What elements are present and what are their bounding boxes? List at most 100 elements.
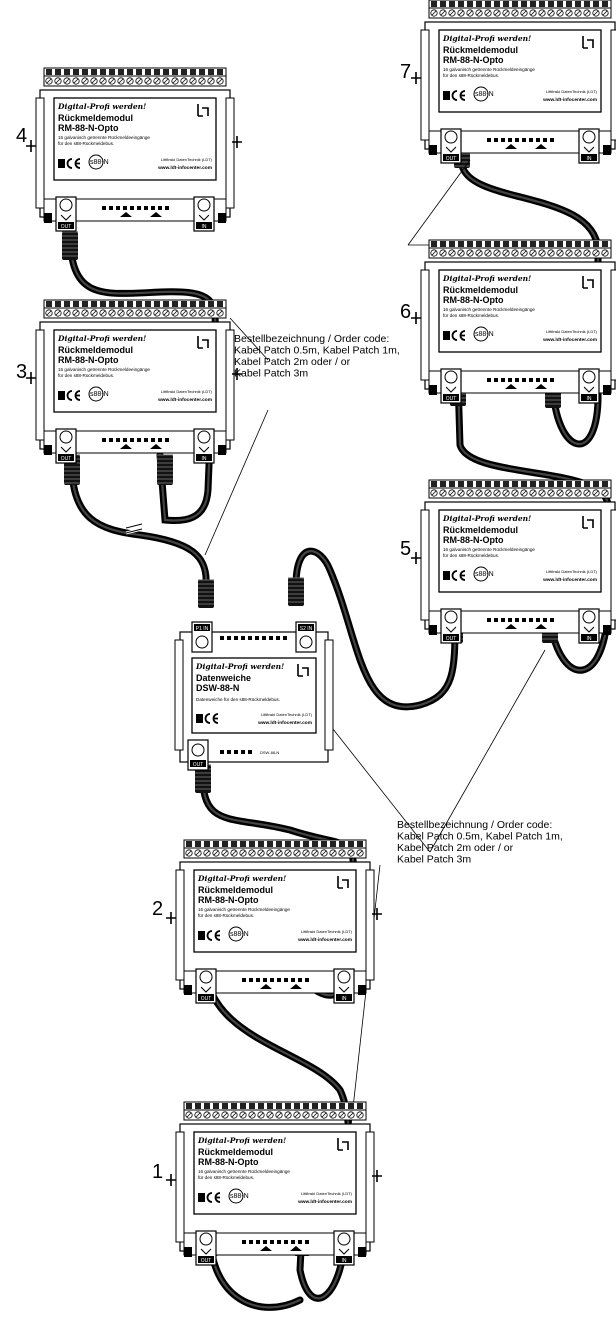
screw-slot — [100, 310, 106, 316]
screw-slot — [109, 310, 115, 316]
mounting-mark — [232, 136, 242, 148]
terminal-hole — [154, 69, 160, 75]
screw-slot — [431, 10, 437, 16]
terminal-hole — [467, 1, 473, 7]
terminal-hole — [195, 841, 201, 847]
rj45-plug — [62, 231, 78, 260]
screw-slot — [303, 1112, 309, 1118]
terminal-hole — [458, 1, 464, 7]
screw-slot — [494, 250, 500, 256]
terminal-hole — [172, 301, 178, 307]
module-model: RM-88-N-Opto — [443, 55, 504, 65]
indicator-triangle — [505, 384, 547, 389]
ldt-logo-icon — [582, 36, 594, 49]
screw-slot — [91, 78, 97, 84]
terminal-hole — [503, 1, 509, 7]
s88-label: s88-N — [90, 159, 109, 166]
jumper-pin — [158, 206, 162, 210]
terminal-hole — [127, 301, 133, 307]
module-title: Rückmeldemodul — [58, 113, 133, 123]
side-rail — [35, 329, 45, 441]
terminal-hole — [145, 69, 151, 75]
screw-slot — [55, 78, 61, 84]
jumper-pin — [508, 378, 512, 382]
company-name: Littfinski DatenTechnik (LDT) — [161, 389, 213, 394]
ce-mark-icon — [443, 91, 450, 100]
slogan-text: Digital-Profi werden! — [195, 662, 284, 671]
screw-slot — [145, 310, 151, 316]
terminal-hole — [593, 481, 599, 487]
jumper-pin — [550, 618, 554, 622]
side-clip — [44, 445, 52, 455]
module-desc: 16 galvanisch getrennte Rückmeldeeingäng… — [443, 67, 535, 72]
screw-slot — [55, 310, 61, 316]
terminal-hole — [440, 1, 446, 7]
side-clip — [184, 985, 192, 995]
terminal-hole — [449, 241, 455, 247]
terminal-hole — [312, 1103, 318, 1109]
jumper-pin — [263, 978, 267, 982]
jumper-pin — [291, 1240, 295, 1244]
module-model: RM-88-N-Opto — [198, 895, 259, 905]
screw-slot — [186, 1112, 192, 1118]
side-rail — [610, 269, 616, 381]
port-screw-icon — [191, 743, 205, 757]
port-arrow-icon — [200, 1248, 212, 1255]
jumper-pin — [220, 750, 224, 754]
terminal-hole — [548, 481, 554, 487]
screw-slot — [276, 1112, 282, 1118]
port-label: OUT — [446, 636, 457, 642]
terminal-hole — [163, 301, 169, 307]
terminal-hole — [190, 69, 196, 75]
screw-slot — [539, 490, 545, 496]
website-url: www.ldt-infocenter.com — [542, 577, 597, 583]
terminal-hole — [73, 69, 79, 75]
port-arrow-icon — [60, 446, 72, 453]
screw-slot — [548, 10, 554, 16]
screw-slot — [285, 1112, 291, 1118]
port-screw-icon — [199, 970, 213, 984]
screw-slot — [593, 10, 599, 16]
terminal-hole — [566, 481, 572, 487]
screw-slot — [217, 310, 223, 316]
terminal-hole — [285, 1103, 291, 1109]
module-title: Rückmeldemodul — [58, 345, 133, 355]
screw-slot — [285, 850, 291, 856]
screw-slot — [330, 1112, 336, 1118]
screw-slot — [118, 310, 124, 316]
rm-88-n-opto-module: Digital-Profi werden!RückmeldemodulRM-88… — [166, 839, 382, 1004]
side-clip — [44, 213, 52, 223]
screw-slot — [357, 850, 363, 856]
screw-slot — [467, 250, 473, 256]
port-label: IN — [202, 456, 207, 462]
screw-slot — [240, 1112, 246, 1118]
jumper-pin — [151, 438, 155, 442]
terminal-hole — [267, 1103, 273, 1109]
screw-slot — [267, 850, 273, 856]
label-panel — [438, 509, 602, 593]
screw-slot — [118, 78, 124, 84]
label-panel — [53, 329, 217, 413]
screw-slot — [276, 850, 282, 856]
screw-slot — [294, 850, 300, 856]
side-clip — [184, 1247, 192, 1257]
bottom-panel — [428, 370, 612, 394]
terminal-hole — [91, 69, 97, 75]
screw-slot — [593, 490, 599, 496]
terminal-hole — [449, 1, 455, 7]
ce-mark-icon — [451, 330, 466, 341]
terminal-hole — [521, 241, 527, 247]
module-model: RM-88-N-Opto — [443, 535, 504, 545]
company-name: Littfinski DatenTechnik (LDT) — [546, 329, 598, 334]
terminal-hole — [458, 481, 464, 487]
terminal-hole — [217, 301, 223, 307]
screw-slot — [249, 850, 255, 856]
jumper-pin — [291, 978, 295, 982]
terminal-hole — [303, 1103, 309, 1109]
module-desc: für den s88-Rückmeldebus. — [443, 73, 499, 78]
side-clip — [603, 385, 611, 395]
port-screw-icon — [59, 198, 73, 212]
screw-slot — [82, 78, 88, 84]
screw-slot — [575, 250, 581, 256]
s88-logo-icon — [88, 154, 104, 170]
